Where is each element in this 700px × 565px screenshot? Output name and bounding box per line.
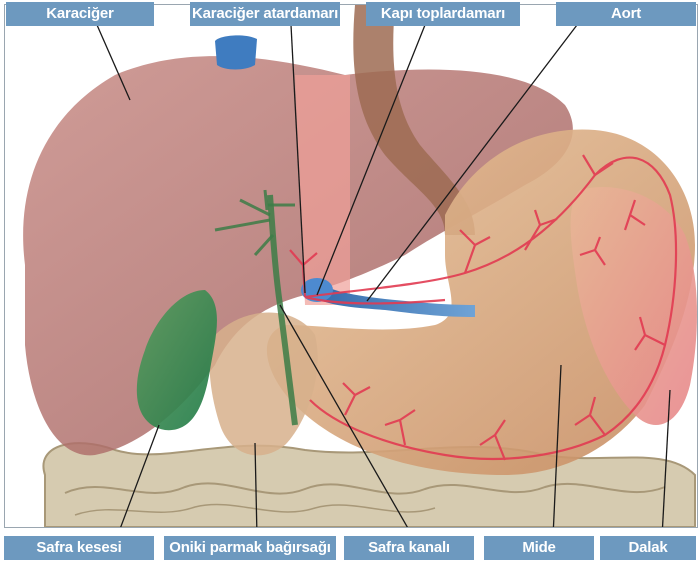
label-kapi-toplardamari: Kapı toplardamarı bbox=[366, 2, 520, 26]
label-karaciger-atardamari: Karaciğer atardamarı bbox=[190, 2, 340, 26]
vena-cava-shape bbox=[215, 35, 257, 69]
intestine-shape bbox=[43, 443, 695, 527]
label-aort: Aort bbox=[556, 2, 696, 26]
label-oniki-parmak-bagirsagi: Oniki parmak bağırsağı bbox=[164, 536, 336, 560]
label-safra-kanali: Safra kanalı bbox=[344, 536, 474, 560]
label-safra-kesesi: Safra kesesi bbox=[4, 536, 154, 560]
duodenum-shape bbox=[210, 313, 318, 456]
label-karaciger: Karaciğer bbox=[6, 2, 154, 26]
portal-vein-junction bbox=[301, 278, 333, 302]
illustration-panel bbox=[4, 4, 698, 528]
label-mide: Mide bbox=[484, 536, 594, 560]
anatomy-illustration bbox=[5, 5, 697, 527]
label-dalak: Dalak bbox=[600, 536, 696, 560]
